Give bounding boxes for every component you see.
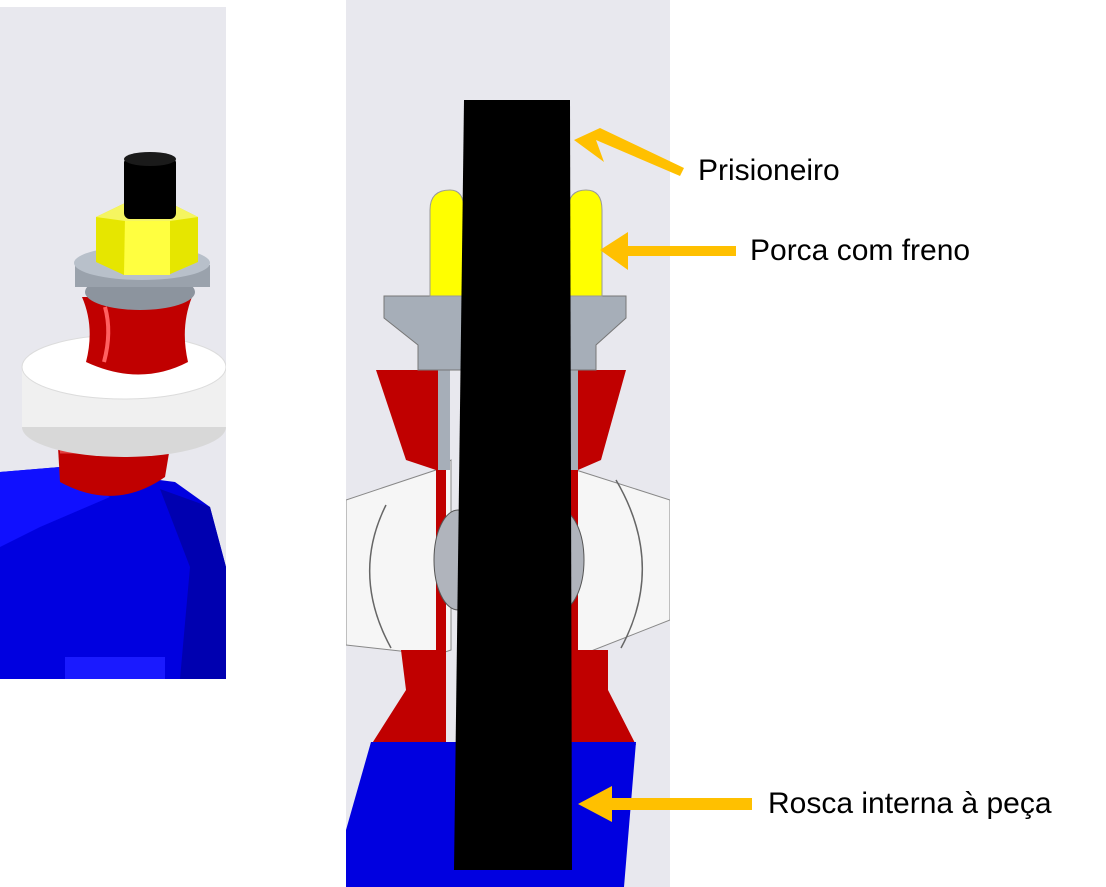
label-rosca-interna: Rosca interna à peça [768, 787, 1052, 820]
rubber-section-left [371, 370, 446, 745]
stud-section [454, 100, 572, 870]
cross-section-panel [346, 0, 670, 887]
arrow-rosca [578, 786, 752, 822]
perspective-view-drawing [0, 152, 226, 679]
cross-section-drawing [346, 100, 670, 887]
label-prisioneiro: Prisioneiro [698, 154, 840, 187]
upper-rubber-highlight [102, 306, 111, 363]
rubber-section-right [568, 370, 636, 745]
sleeve-left [438, 370, 450, 470]
blue-body-side [160, 489, 226, 679]
blue-body [0, 467, 226, 679]
stud-top [124, 152, 176, 166]
arrow-porca [600, 232, 736, 270]
perspective-view-panel [0, 7, 226, 679]
bushing-curve-left [368, 504, 392, 649]
lower-rubber-mount [58, 447, 170, 496]
nut-section-right [567, 189, 603, 297]
blue-body-ledge [65, 657, 165, 679]
label-porca-com-freno: Porca com freno [750, 234, 971, 267]
arrow-prisioneiro [574, 128, 684, 176]
stud [124, 157, 176, 219]
lock-nut-face [124, 217, 170, 275]
bushing-curve-right [615, 479, 643, 649]
sleeve-right [568, 370, 578, 470]
upper-rubber-mount [82, 297, 192, 375]
